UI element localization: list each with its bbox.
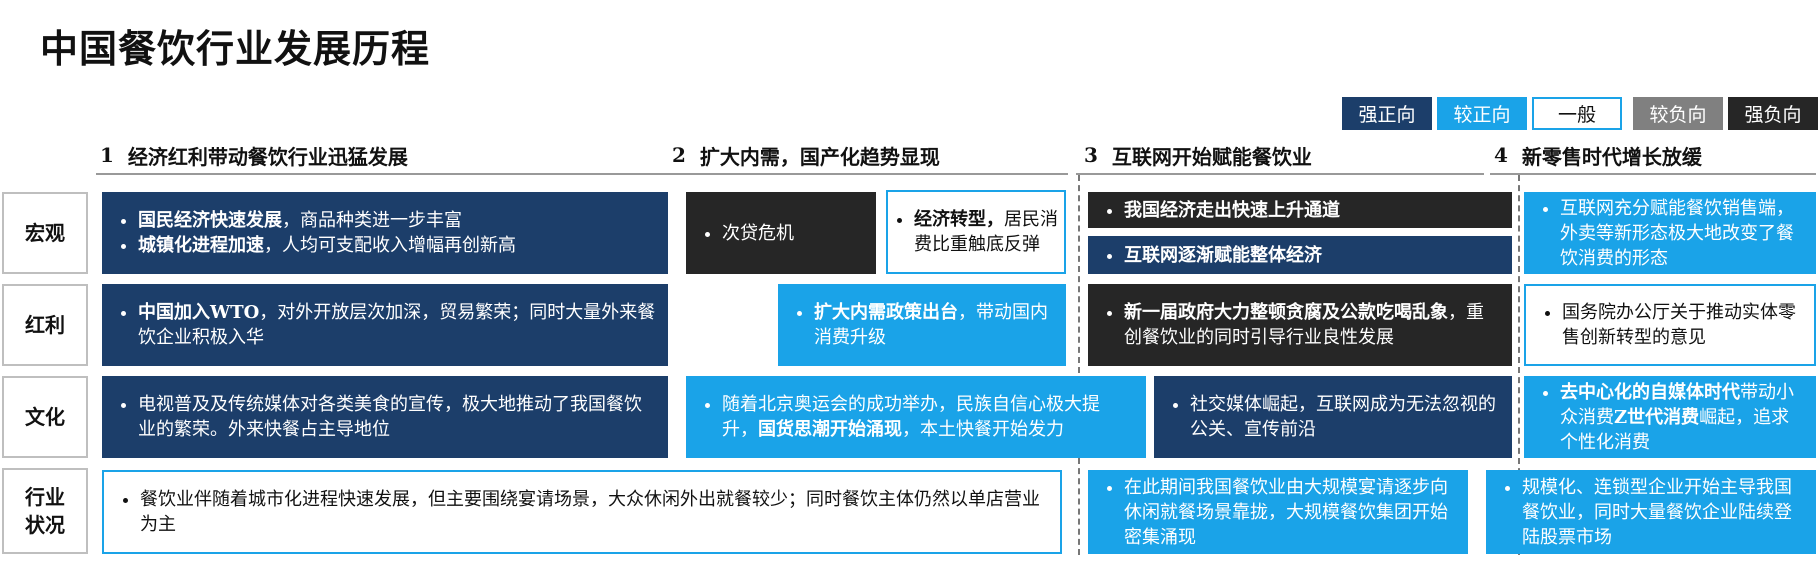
bullet: 城镇化进程加速，人均可支配收入增幅再创新高 — [138, 233, 516, 258]
text: 随着北京奥运会的成功举办，民族自信心极大提升， — [722, 394, 1100, 440]
bold-text: 国货思潮开始涌现 — [758, 419, 902, 440]
bullet: 互联网充分赋能餐饮销售端，外卖等新形态极大地改变了餐饮消费的形态 — [1560, 196, 1804, 271]
bullet: 新一届政府大力整顿贪腐及公款吃喝乱象，重创餐饮业的同时引导行业良性发展 — [1124, 300, 1500, 350]
text: ，带动国内消费升级 — [814, 302, 1048, 348]
bullet: 次贷危机 — [722, 221, 794, 246]
legend-neutral: 一般 — [1532, 97, 1622, 130]
page-title: 中国餐饮行业发展历程 — [40, 26, 431, 71]
text: ，本土快餐开始发力 — [902, 419, 1064, 440]
phase-number: 3 — [1084, 143, 1098, 167]
text: 居民消费比重触底反弹 — [914, 209, 1058, 255]
legend-positive: 较正向 — [1437, 97, 1527, 130]
industry-phase12-cell: 餐饮业伴随着城市化进程快速发展，但主要围绕宴请场景，大众休闲外出就餐较少；同时餐… — [102, 470, 1062, 554]
macro-phase2-crisis-cell: 次贷危机 — [686, 192, 876, 274]
bonus-phase3-cell: 新一届政府大力整顿贪腐及公款吃喝乱象，重创餐饮业的同时引导行业良性发展 — [1088, 284, 1512, 366]
text: ，人均可支配收入增幅再创新高 — [264, 235, 516, 256]
bullet: 国务院办公厅关于推动实体零售创新转型的意见 — [1562, 300, 1802, 350]
phase-1-header: 1 经济红利带动餐饮行业迅猛发展 — [100, 138, 408, 172]
phase-label: 新零售时代增长放缓 — [1521, 144, 1702, 169]
phase-2-underline — [668, 173, 1068, 175]
bullet: 在此期间我国餐饮业由大规模宴请逐步向休闲就餐场景靠拢，大规模餐饮集团开始密集涌现 — [1124, 475, 1456, 550]
bullet: 去中心化的自媒体时代带动小众消费Z世代消费崛起，追求个性化消费 — [1560, 380, 1804, 455]
bullet: 中国加入WTO，对外开放层次加深，贸易繁荣；同时大量外来餐饮企业积极入华 — [138, 300, 656, 350]
phase-divider — [1078, 175, 1080, 555]
industry-phase4-cell: 规模化、连锁型企业开始主导我国餐饮业，同时大量餐饮企业陆续登陆股票市场 — [1486, 470, 1816, 554]
phase-1-underline — [96, 173, 668, 175]
phase-4-underline — [1490, 173, 1816, 175]
text: ，重创餐饮业的同时引导行业良性发展 — [1124, 302, 1484, 348]
bullet: 互联网逐渐赋能整体经济 — [1124, 243, 1322, 268]
bullet: 电视普及及传统媒体对各类美食的宣传，极大地推动了我国餐饮业的繁荣。外来快餐占主导… — [138, 392, 656, 442]
phase-4-header: 4 新零售时代增长放缓 — [1494, 138, 1702, 172]
bullet: 社交媒体崛起，互联网成为无法忽视的公关、宣传前沿 — [1190, 392, 1500, 442]
phase-2-header: 2 扩大内需，国产化趋势显现 — [672, 138, 940, 172]
industry-phase3-cell: 在此期间我国餐饮业由大规模宴请逐步向休闲就餐场景靠拢，大规模餐饮集团开始密集涌现 — [1088, 470, 1468, 554]
phase-label: 经济红利带动餐饮行业迅猛发展 — [127, 144, 408, 169]
bold-text: 城镇化进程加速 — [138, 235, 264, 256]
macro-phase1-cell: 国民经济快速发展，商品种类进一步丰富 城镇化进程加速，人均可支配收入增幅再创新高 — [102, 192, 668, 274]
macro-phase2-transition-cell: 经济转型，居民消费比重触底反弹 — [886, 190, 1066, 274]
bold-text: 国民经济快速发展 — [138, 210, 282, 231]
phase-number: 4 — [1494, 143, 1508, 167]
row-label-bonus: 红利 — [2, 284, 88, 366]
legend-strong-positive: 强正向 — [1342, 97, 1432, 130]
text: 崛起，追求个性化消费 — [1560, 406, 1790, 453]
phase-label: 扩大内需，国产化趋势显现 — [699, 144, 940, 169]
phase-3-underline — [1076, 173, 1484, 175]
bonus-phase4-cell: 国务院办公厅关于推动实体零售创新转型的意见 — [1524, 284, 1816, 366]
bonus-phase2-cell: 扩大内需政策出台，带动国内消费升级 — [778, 284, 1066, 366]
culture-phase4-cell: 去中心化的自媒体时代带动小众消费Z世代消费崛起，追求个性化消费 — [1524, 376, 1816, 458]
legend-strong-negative: 强负向 — [1728, 97, 1818, 130]
bullet: 规模化、连锁型企业开始主导我国餐饮业，同时大量餐饮企业陆续登陆股票市场 — [1522, 475, 1804, 550]
text: ，对外开放层次加深，贸易繁荣；同时大量外来餐饮企业积极入华 — [138, 302, 656, 348]
culture-phase3-cell: 社交媒体崛起，互联网成为无法忽视的公关、宣传前沿 — [1154, 376, 1512, 458]
bullet: 随着北京奥运会的成功举办，民族自信心极大提升，国货思潮开始涌现，本土快餐开始发力 — [722, 392, 1134, 442]
phase-3-header: 3 互联网开始赋能餐饮业 — [1084, 138, 1312, 172]
row-label-industry: 行业 状况 — [2, 468, 88, 554]
culture-phase1-cell: 电视普及及传统媒体对各类美食的宣传，极大地推动了我国餐饮业的繁荣。外来快餐占主导… — [102, 376, 668, 458]
macro-phase3-cell-a: 我国经济走出快速上升通道 — [1088, 192, 1512, 228]
bullet: 餐饮业伴随着城市化进程快速发展，但主要围绕宴请场景，大众休闲外出就餐较少；同时餐… — [140, 487, 1048, 537]
bold-text: 经济转型， — [914, 209, 1004, 230]
culture-phase2-cell: 随着北京奥运会的成功举办，民族自信心极大提升，国货思潮开始涌现，本土快餐开始发力 — [686, 376, 1146, 458]
phase-label: 互联网开始赋能餐饮业 — [1111, 144, 1312, 169]
bold-text: 去中心化的自媒体时代 — [1560, 381, 1740, 403]
row-label-culture: 文化 — [2, 376, 88, 458]
bullet: 国民经济快速发展，商品种类进一步丰富 — [138, 208, 516, 233]
bonus-phase1-cell: 中国加入WTO，对外开放层次加深，贸易繁荣；同时大量外来餐饮企业积极入华 — [102, 284, 668, 366]
bullet: 扩大内需政策出台，带动国内消费升级 — [814, 300, 1054, 350]
text: 带动小众消费 — [1560, 381, 1794, 428]
macro-phase4-cell: 互联网充分赋能餐饮销售端，外卖等新形态极大地改变了餐饮消费的形态 — [1524, 192, 1816, 274]
bullet: 我国经济走出快速上升通道 — [1124, 198, 1340, 223]
phase-number: 2 — [672, 143, 686, 167]
text: ，商品种类进一步丰富 — [282, 210, 462, 231]
legend-negative: 较负向 — [1633, 97, 1723, 130]
bold-text: 新一届政府大力整顿贪腐及公款吃喝乱象 — [1124, 302, 1448, 323]
bold-text: 中国加入WTO — [138, 302, 260, 323]
bold-text: Z世代消费 — [1614, 406, 1700, 428]
bullet: 经济转型，居民消费比重触底反弹 — [914, 207, 1058, 257]
bold-text: 扩大内需政策出台 — [814, 302, 958, 323]
row-label-macro: 宏观 — [2, 192, 88, 274]
macro-phase3-cell-b: 互联网逐渐赋能整体经济 — [1088, 236, 1512, 274]
phase-divider — [1518, 175, 1520, 555]
phase-number: 1 — [100, 143, 114, 167]
